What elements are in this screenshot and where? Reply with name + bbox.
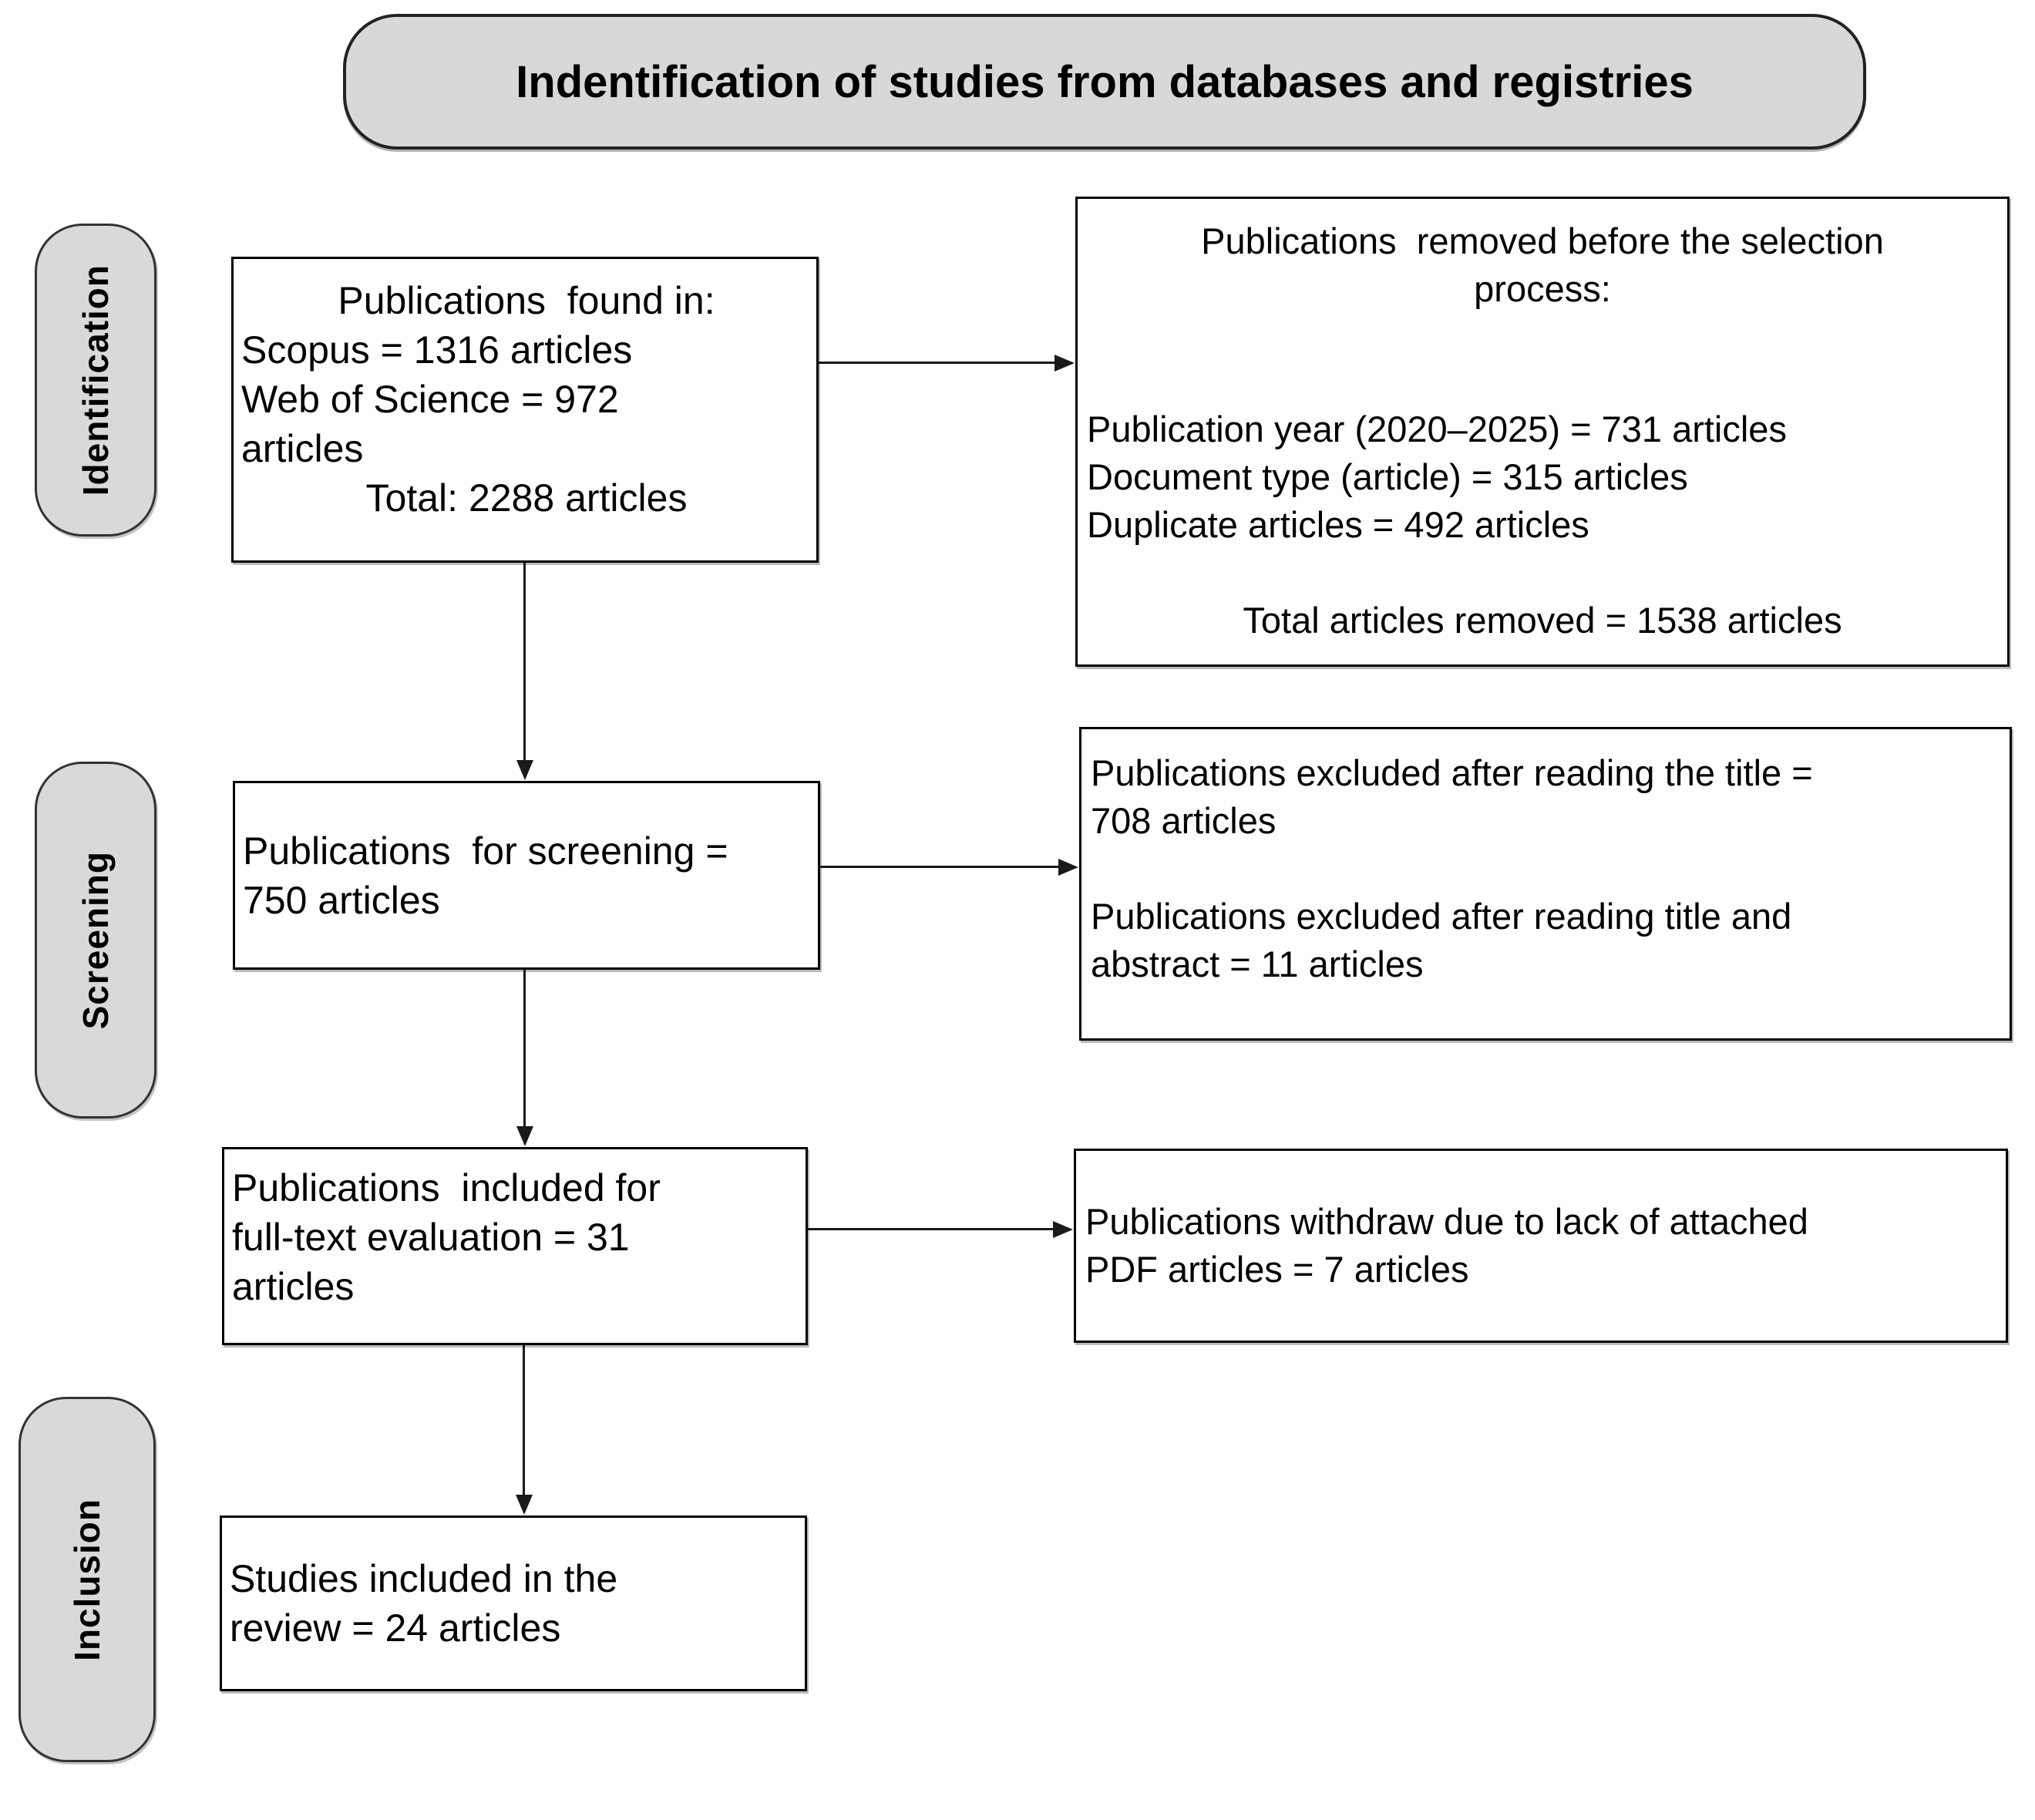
arrow-screening-to-fulltext-head (516, 1126, 533, 1146)
text-line: Publication year (2020–2025) = 731 artic… (1087, 409, 1787, 449)
text-line: Duplicate articles = 492 articles (1087, 504, 1589, 545)
included-lines: Studies included in the review = 24 artic… (230, 1554, 802, 1653)
removed-lines: Publication year (2020–2025) = 731 artic… (1087, 405, 1998, 549)
text-line: Studies included in the (230, 1557, 618, 1600)
text-line: Publications included for (232, 1166, 661, 1209)
records-found-heading: Publications found in: (338, 279, 715, 322)
box-excluded-after-reading: Publications excluded after reading the … (1079, 727, 2012, 1041)
arrow-found-to-removed-head (1054, 355, 1075, 372)
arrow-screening-to-excluded-head (1058, 859, 1078, 876)
text-line: Publications excluded after reading the … (1091, 752, 1813, 793)
text-line: process: (1474, 268, 1611, 309)
text-line: Publications withdraw due to lack of att… (1085, 1201, 1808, 1242)
withdraw-lines: Publications withdraw due to lack of att… (1085, 1198, 2000, 1294)
text-line: articles (232, 1265, 355, 1308)
arrow-found-to-removed-shaft (819, 362, 1059, 364)
stage-label-screening: Screening (35, 762, 156, 1119)
text-line: Publications for screening = (243, 829, 728, 873)
box-included-in-review: Studies included in the review = 24 artic… (220, 1516, 807, 1691)
text-line: 708 articles (1091, 800, 1276, 841)
fulltext-lines: Publications included for full-text evalu… (232, 1163, 802, 1311)
arrow-fulltext-to-included-shaft (523, 1345, 525, 1496)
text-line: Scopus = 1316 articles (241, 328, 633, 372)
text-line: PDF articles = 7 articles (1085, 1249, 1469, 1290)
text-line: full-text evaluation = 31 (232, 1216, 630, 1259)
stage-label-inclusion-text: Inclusion (67, 1498, 107, 1661)
text-line: abstract = 11 articles (1091, 944, 1424, 984)
arrow-fulltext-to-included-head (516, 1495, 533, 1515)
arrow-fulltext-to-withdraw-shaft (808, 1228, 1054, 1230)
box-withdrawn-no-pdf: Publications withdraw due to lack of att… (1074, 1149, 2008, 1343)
text-line: 750 articles (243, 878, 440, 922)
excluded-lines: Publications excluded after reading the … (1091, 749, 2003, 988)
box-removed-before-screening: Publications removed before the selectio… (1075, 197, 2010, 667)
arrow-screening-to-excluded-shaft (820, 866, 1061, 868)
text-line: articles (241, 427, 364, 470)
text-line: Web of Science = 972 (241, 378, 619, 421)
for-screening-lines: Publications for screening = 750 articles (243, 826, 815, 925)
removed-heading: Publications removed before the selectio… (1087, 217, 1998, 313)
arrow-fulltext-to-withdraw-head (1053, 1221, 1073, 1238)
stage-label-identification-text: Identification (76, 264, 116, 496)
text-line: review = 24 articles (230, 1606, 561, 1650)
text-line: Publications excluded after reading titl… (1091, 896, 1792, 937)
box-records-found: Publications found in: Scopus = 1316 art… (231, 257, 819, 563)
stage-label-inclusion: Inclusion (18, 1397, 156, 1762)
removed-total: Total articles removed = 1538 articles (1243, 600, 1842, 641)
arrow-found-to-screening-shaft (523, 563, 526, 762)
box-fulltext-evaluation: Publications included for full-text evalu… (222, 1147, 808, 1345)
stage-label-screening-text: Screening (76, 850, 116, 1030)
records-found-total: Total: 2288 articles (365, 476, 688, 520)
diagram-title-text: Indentification of studies from database… (516, 56, 1694, 107)
diagram-title: Indentification of studies from database… (343, 14, 1866, 150)
box-for-screening: Publications for screening = 750 articles (233, 781, 820, 970)
arrow-found-to-screening-head (516, 760, 533, 780)
arrow-screening-to-fulltext-shaft (523, 970, 526, 1127)
stage-label-identification: Identification (35, 224, 156, 537)
text-line: Document type (article) = 315 articles (1087, 456, 1688, 497)
text-line (1091, 845, 2003, 893)
text-line: Publications removed before the selectio… (1201, 220, 1884, 261)
